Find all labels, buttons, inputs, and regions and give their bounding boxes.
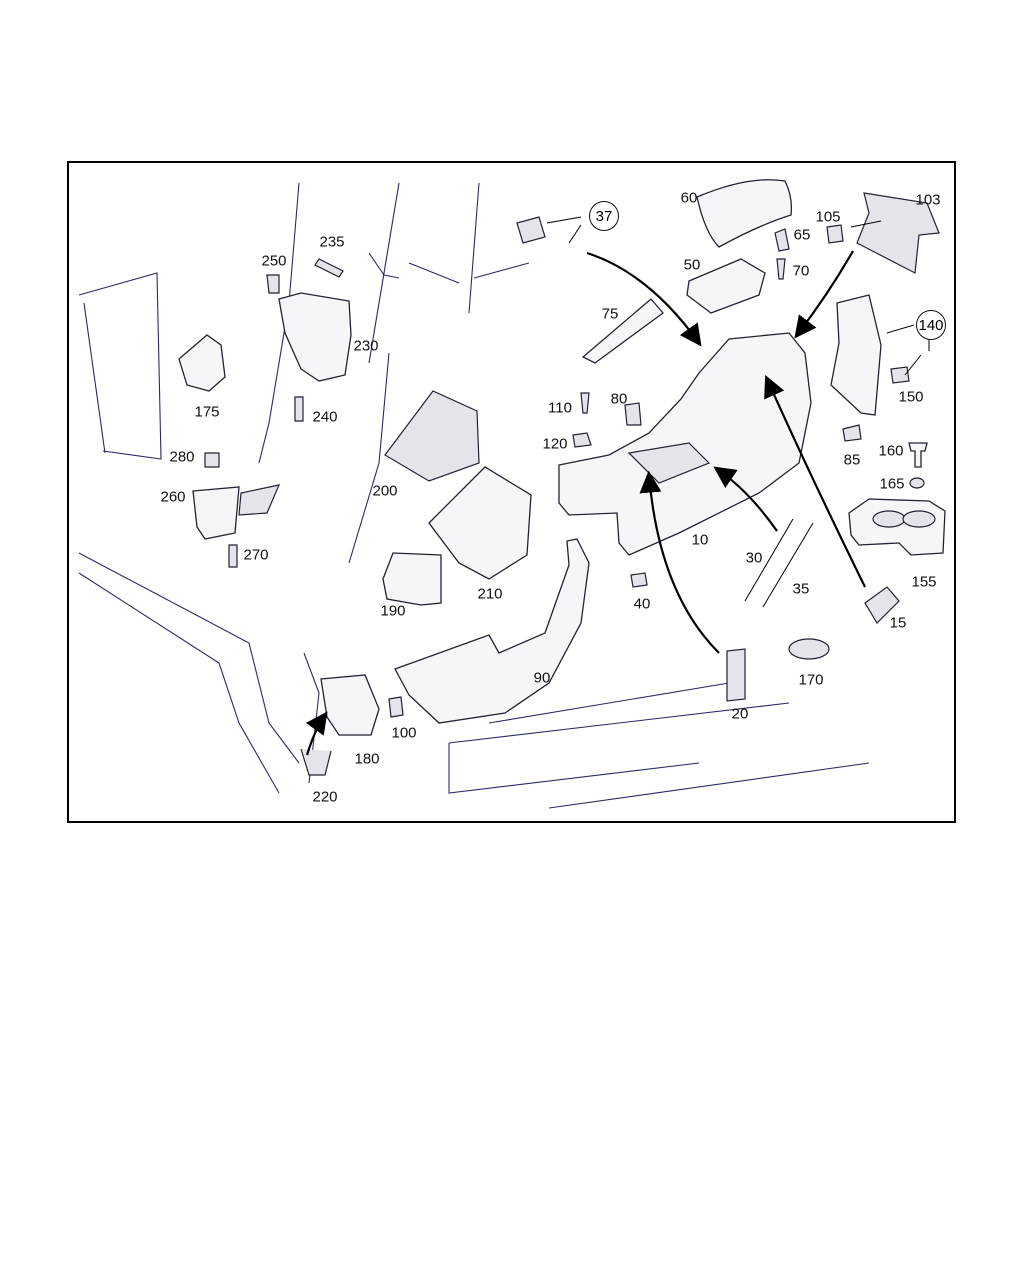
bolt-240 — [294, 396, 304, 422]
storage-bin — [428, 466, 532, 580]
exploded-parts-diagram: 37 140 10 15 20 30 35 40 50 60 65 70 75 … — [67, 161, 956, 823]
label-270: 270 — [243, 546, 269, 564]
label-250: 250 — [261, 252, 287, 270]
clip-65 — [774, 228, 790, 252]
rear-vent-panel — [830, 294, 882, 416]
label-10: 10 — [691, 531, 709, 549]
label-175: 175 — [194, 403, 220, 421]
clip-150 — [890, 366, 910, 384]
label-210: 210 — [477, 585, 503, 603]
label-260: 260 — [160, 488, 186, 506]
label-230: 230 — [353, 337, 379, 355]
cup-holder-260 — [192, 486, 240, 540]
label-100: 100 — [391, 724, 417, 742]
mount-bracket — [726, 648, 746, 702]
clip-100 — [388, 696, 404, 718]
label-15: 15 — [889, 614, 907, 632]
label-60: 60 — [680, 189, 698, 207]
label-150: 150 — [898, 388, 924, 406]
washer — [909, 477, 925, 489]
label-20: 20 — [731, 705, 749, 723]
label-40: 40 — [633, 595, 651, 613]
label-240: 240 — [312, 408, 338, 426]
label-110: 110 — [548, 399, 572, 417]
label-70: 70 — [792, 262, 810, 280]
nut-120 — [572, 432, 592, 448]
label-200: 200 — [372, 482, 398, 500]
rear-trim-panel — [856, 192, 940, 274]
screw-110 — [580, 392, 590, 414]
label-165: 165 — [879, 475, 905, 493]
assembly-arrows — [305, 250, 866, 756]
label-120: 120 — [542, 435, 568, 453]
label-30: 30 — [745, 549, 763, 567]
trim-strip-30 — [744, 518, 794, 602]
label-155: 155 — [911, 573, 937, 591]
storage-bin-lid — [384, 390, 480, 482]
leader-lines — [546, 216, 930, 376]
screw-280 — [204, 452, 220, 468]
screw-160 — [908, 442, 928, 468]
hinge-37 — [516, 216, 546, 244]
nut-40 — [630, 572, 648, 588]
pin-235 — [314, 258, 344, 278]
screw-70 — [776, 258, 786, 280]
screw-105 — [826, 224, 844, 244]
label-80: 80 — [610, 390, 628, 408]
label-65: 65 — [793, 226, 811, 244]
callout-140: 140 — [916, 310, 946, 340]
vehicle-body-outline — [78, 182, 870, 809]
cup-holder-cage — [278, 292, 352, 382]
clip-220 — [300, 748, 332, 776]
damper — [864, 586, 900, 624]
label-180: 180 — [354, 750, 380, 768]
label-190: 190 — [380, 602, 406, 620]
clip-80 — [624, 402, 642, 426]
label-85: 85 — [843, 451, 861, 469]
label-90: 90 — [533, 669, 551, 687]
ashtray-insert — [320, 674, 380, 736]
label-235: 235 — [319, 233, 345, 251]
grommet — [788, 638, 830, 660]
armrest-lid — [696, 179, 793, 248]
label-75: 75 — [601, 305, 619, 323]
label-35: 35 — [792, 580, 810, 598]
vent-grille — [382, 552, 442, 606]
trim-strip-35 — [762, 522, 814, 608]
bracket-175 — [178, 334, 226, 392]
label-280: 280 — [169, 448, 195, 466]
console-side-trim — [394, 538, 590, 724]
label-50: 50 — [683, 256, 701, 274]
callout-37: 37 — [589, 201, 619, 231]
screw-85 — [842, 424, 862, 442]
storage-tray — [686, 258, 766, 314]
label-105: 105 — [815, 208, 841, 226]
ventilation-grille — [581, 298, 664, 364]
label-160: 160 — [878, 442, 904, 460]
bolt-270 — [228, 544, 238, 568]
label-170: 170 — [798, 671, 824, 689]
diagram-drawing — [78, 179, 946, 809]
cup-holder-base — [848, 498, 946, 556]
label-220: 220 — [312, 788, 338, 806]
label-103: 103 — [915, 191, 941, 209]
screw-250 — [266, 274, 280, 294]
